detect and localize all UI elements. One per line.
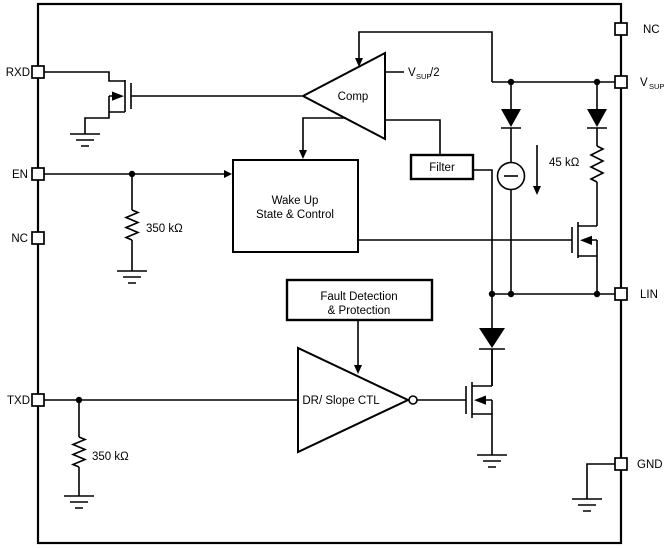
- comp-to-filter-wire: [385, 119, 441, 154]
- txd-pulldown-resistor: 350 kΩ: [64, 400, 129, 509]
- pin-gnd: [614, 457, 628, 471]
- comp-input-wire: [358, 31, 493, 82]
- gnd-wire: [586, 463, 616, 499]
- txd-pulldown-value: 350 kΩ: [92, 451, 129, 463]
- fault-label-line1: Fault Detection: [320, 291, 397, 303]
- fault-label-line2: & Protection: [328, 305, 391, 317]
- pin-label-vsup: V: [640, 77, 648, 89]
- comp-ref-label: V SUP /2: [408, 67, 440, 81]
- diode-cathode-wire: [587, 127, 607, 146]
- fault-block: Fault Detection & Protection: [285, 278, 434, 322]
- pin-label-nc-left: NC: [11, 233, 28, 245]
- lin-pullup-branch: 45 kΩ: [549, 82, 607, 226]
- junction-dot: [128, 170, 136, 178]
- lin-pullup-value: 45 kΩ: [549, 157, 580, 169]
- pin-lin: [614, 287, 628, 301]
- diode-icon: [479, 328, 505, 348]
- comparator: Comp: [300, 51, 386, 141]
- en-pulldown-value: 350 kΩ: [146, 223, 183, 235]
- svg-text:/2: /2: [430, 67, 440, 79]
- gnd-connection: [572, 463, 616, 512]
- junction-dot: [507, 290, 515, 298]
- rxd-output-fet: [70, 80, 302, 147]
- junction-dot: [488, 290, 496, 298]
- comp-to-wakeup-wire: [302, 117, 346, 151]
- arrow-down-icon: [533, 186, 541, 195]
- pin-label-gnd: GND: [637, 459, 663, 471]
- wakeup-label-line1: Wake Up: [272, 195, 319, 207]
- pin-en: [31, 167, 45, 181]
- fault-box: [285, 278, 434, 322]
- driver-label: DR/ Slope CTL: [302, 395, 380, 407]
- en-pulldown-resistor: 350 kΩ: [117, 174, 183, 284]
- fet-source-wire: [84, 95, 125, 134]
- diode-cathode-wire: [501, 127, 521, 162]
- filter-out-wire: [473, 169, 493, 293]
- filter-label: Filter: [429, 162, 455, 174]
- resistor-icon: [123, 209, 141, 241]
- arrow-down-icon: [355, 58, 363, 67]
- arrow-down-icon: [354, 365, 362, 374]
- diode-icon: [501, 109, 521, 127]
- pins: [31, 22, 628, 471]
- ground-icon: [64, 495, 94, 509]
- lin-current-source-branch: [496, 82, 526, 293]
- wakeup-label-line2: State & Control: [256, 209, 334, 221]
- lin-series-diode: [479, 294, 505, 386]
- pin-label-vsup-sub: SUP: [649, 82, 664, 91]
- ic-boundary: [36, 2, 623, 545]
- current-direction-arrow: [533, 145, 541, 195]
- pin-label-en: EN: [12, 169, 28, 181]
- lin-driver: DR/ Slope CTL: [297, 346, 418, 454]
- ground-icon: [572, 498, 602, 512]
- pin-label-lin: LIN: [640, 289, 658, 301]
- junction-dot: [593, 78, 601, 86]
- pin-label-txd: TXD: [7, 395, 30, 407]
- diode-icon: [587, 109, 607, 127]
- fet-body-arrow-icon: [580, 235, 592, 245]
- arrow-down-icon: [299, 150, 307, 159]
- wakeup-box: [232, 159, 359, 253]
- arrow-right-icon: [224, 170, 232, 178]
- pin-nc-right: [614, 22, 628, 36]
- driver-triangle: [297, 346, 411, 454]
- fet-terminal-wires: [578, 225, 598, 293]
- pin-label-nc-right: NC: [643, 24, 660, 36]
- fet-body-arrow-icon: [112, 91, 124, 101]
- pin-label-rxd: RXD: [6, 67, 30, 79]
- resistor-icon: [589, 145, 605, 183]
- pin-txd: [31, 393, 45, 407]
- filter-block: Filter: [409, 153, 475, 181]
- pullup-switch-fet: [358, 222, 598, 293]
- junction-dots: [75, 78, 601, 404]
- junction-dot: [507, 78, 515, 86]
- pin-rxd: [31, 65, 45, 79]
- svg-text:V: V: [408, 67, 416, 79]
- ground-icon: [117, 270, 147, 284]
- pin-labels: RXD EN NC TXD NC V SUP LIN GND: [6, 24, 665, 471]
- comp-label: Comp: [338, 91, 369, 103]
- junction-dot: [593, 290, 601, 298]
- diode-cathode-wire: [479, 348, 505, 386]
- rxd-wire: [44, 71, 125, 82]
- pin-vsup: [614, 75, 628, 89]
- junction-dot: [75, 396, 83, 404]
- svg-text:SUP: SUP: [416, 72, 431, 81]
- fet-terminal-wires: [472, 350, 493, 455]
- pin-nc-left: [31, 231, 45, 245]
- resistor-icon: [70, 436, 88, 468]
- ground-icon: [477, 454, 507, 468]
- wakeup-block: Wake Up State & Control: [232, 159, 359, 253]
- fet-body-arrow-icon: [474, 395, 486, 405]
- filter-box: [409, 153, 475, 181]
- ground-icon: [70, 133, 100, 147]
- lin-driver-fet: [465, 350, 507, 468]
